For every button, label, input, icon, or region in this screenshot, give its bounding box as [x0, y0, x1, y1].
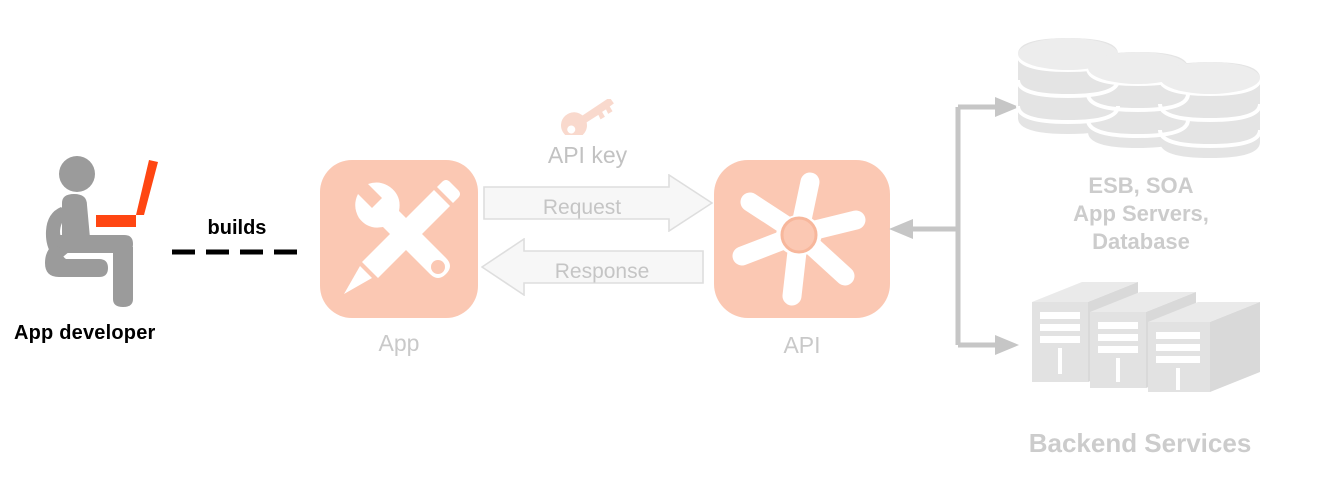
server-towers-icon: [1030, 280, 1262, 392]
backend-connector-lines: [885, 95, 1020, 360]
seated-developer-icon: [40, 155, 180, 310]
api-node-label: API: [783, 332, 821, 358]
response-label: Response: [554, 260, 650, 283]
database-cylinders-icon: [1016, 36, 1264, 158]
backend-services-label: Backend Services: [1028, 428, 1252, 458]
wrench-and-pencil-icon: [338, 178, 460, 300]
api-hub-star-icon: [726, 168, 878, 310]
app-developer-label: App developer: [14, 322, 156, 344]
esb-label-line-3: Database: [1092, 229, 1190, 254]
key-icon: [557, 97, 619, 139]
api-key-label: API key: [547, 142, 628, 168]
request-label: Request: [542, 196, 622, 219]
esb-soa-label: ESB, SOA App Servers, Database: [1016, 172, 1266, 256]
request-arrow: [483, 173, 714, 233]
esb-label-line-1: ESB, SOA: [1088, 173, 1194, 198]
esb-label-line-2: App Servers,: [1073, 201, 1209, 226]
builds-label: builds: [207, 217, 267, 239]
app-node-label: App: [378, 330, 420, 356]
response-arrow: [480, 237, 704, 297]
builds-dashed-line: [170, 243, 305, 255]
